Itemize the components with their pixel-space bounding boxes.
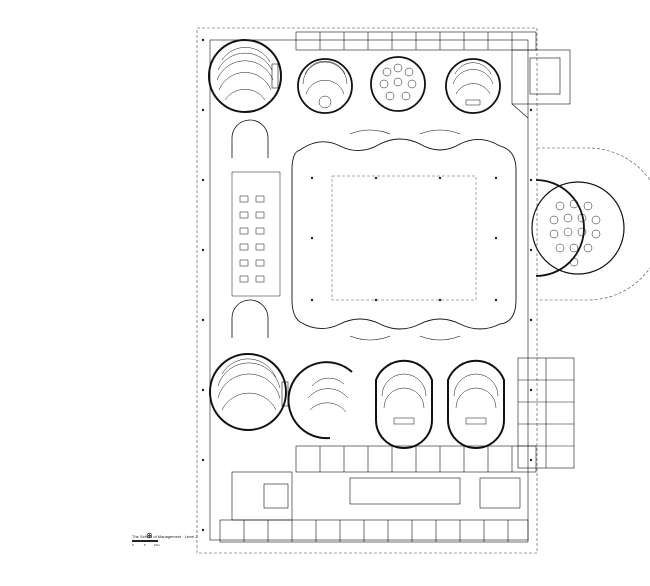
lecture-room-top-2: [370, 56, 426, 112]
east-service-core: [517, 357, 575, 469]
west-stair-north: [231, 119, 269, 158]
scale-label-end: 10m: [154, 543, 160, 547]
north-arrow-icon: ⊕: [146, 531, 153, 540]
east-boundary-extension: [537, 147, 650, 301]
auditorium-northwest: [208, 39, 282, 113]
west-stair-south: [231, 299, 269, 338]
west-study-area: [231, 171, 281, 297]
south-office-block: [219, 445, 537, 543]
scale-bar: 0 5 10m: [132, 540, 160, 548]
scale-label-mid: 5: [144, 543, 146, 547]
lecture-room-bottom-2: [375, 359, 433, 449]
courtyard-inner-line: [331, 175, 477, 301]
perimeter-wall: [209, 39, 529, 541]
lecture-room-bottom-1: [287, 361, 353, 440]
auditorium-southwest: [209, 353, 289, 431]
scale-bar-graphic: [132, 540, 158, 542]
central-courtyard: [291, 138, 517, 330]
east-round-room: [531, 179, 625, 277]
lecture-room-top-1: [297, 58, 353, 114]
north-service-block: [295, 31, 571, 119]
building-outline: [196, 27, 538, 554]
lecture-room-top-3: [445, 58, 501, 114]
drawing-caption: The School of Management · Level 2: [132, 534, 198, 539]
column-grid: [201, 38, 533, 532]
lecture-room-bottom-3: [447, 359, 505, 449]
scale-label-start: 0: [132, 543, 134, 547]
